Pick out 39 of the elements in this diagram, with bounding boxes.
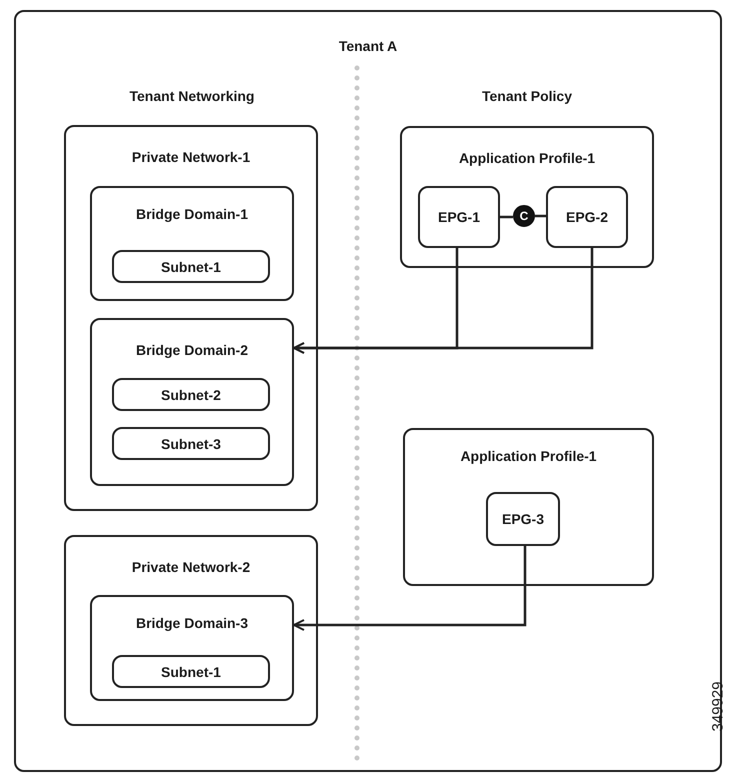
- box-label: EPG-1: [438, 209, 480, 225]
- box-label: Subnet-1: [161, 258, 221, 274]
- container-box: [403, 428, 654, 586]
- contract-circle: [513, 205, 535, 227]
- container-box: [400, 126, 654, 268]
- box-title: Application Profile-1: [458, 150, 596, 166]
- box-title: Bridge Domain-1: [134, 206, 249, 222]
- process-box: [418, 186, 500, 248]
- container-box: [14, 10, 722, 772]
- box-title: Private Network-2: [130, 559, 252, 575]
- box-label: Subnet-3: [161, 436, 221, 452]
- box-label: Subnet-1: [161, 664, 221, 680]
- process-box: [112, 378, 270, 411]
- container-box: [64, 125, 318, 511]
- box-title: Bridge Domain-3: [134, 615, 249, 631]
- box-title: Tenant A: [338, 38, 398, 54]
- process-box: [112, 250, 270, 283]
- connector-line: [500, 216, 513, 218]
- box-label: EPG-2: [566, 209, 608, 225]
- container-box: [90, 186, 294, 301]
- process-box: [546, 186, 628, 248]
- container-box: [64, 535, 318, 726]
- box-label: Subnet-2: [161, 386, 221, 402]
- arrow: [293, 248, 594, 354]
- figure-id: 349929: [710, 680, 727, 732]
- container-box: [90, 318, 294, 486]
- box-label: C: [520, 209, 528, 223]
- process-box: [486, 492, 560, 546]
- process-box: [112, 655, 270, 688]
- container-box: [90, 595, 294, 701]
- box-title: Application Profile-1: [459, 448, 598, 464]
- box-title: Private Network-1: [130, 149, 252, 165]
- arrow: [293, 546, 526, 631]
- column-heading: Tenant Networking: [130, 88, 254, 104]
- process-box: [112, 427, 270, 460]
- box-label: EPG-3: [502, 511, 544, 527]
- connector-line: [535, 214, 546, 218]
- box-title: Bridge Domain-2: [134, 342, 249, 358]
- column-heading: Tenant Policy: [482, 88, 572, 104]
